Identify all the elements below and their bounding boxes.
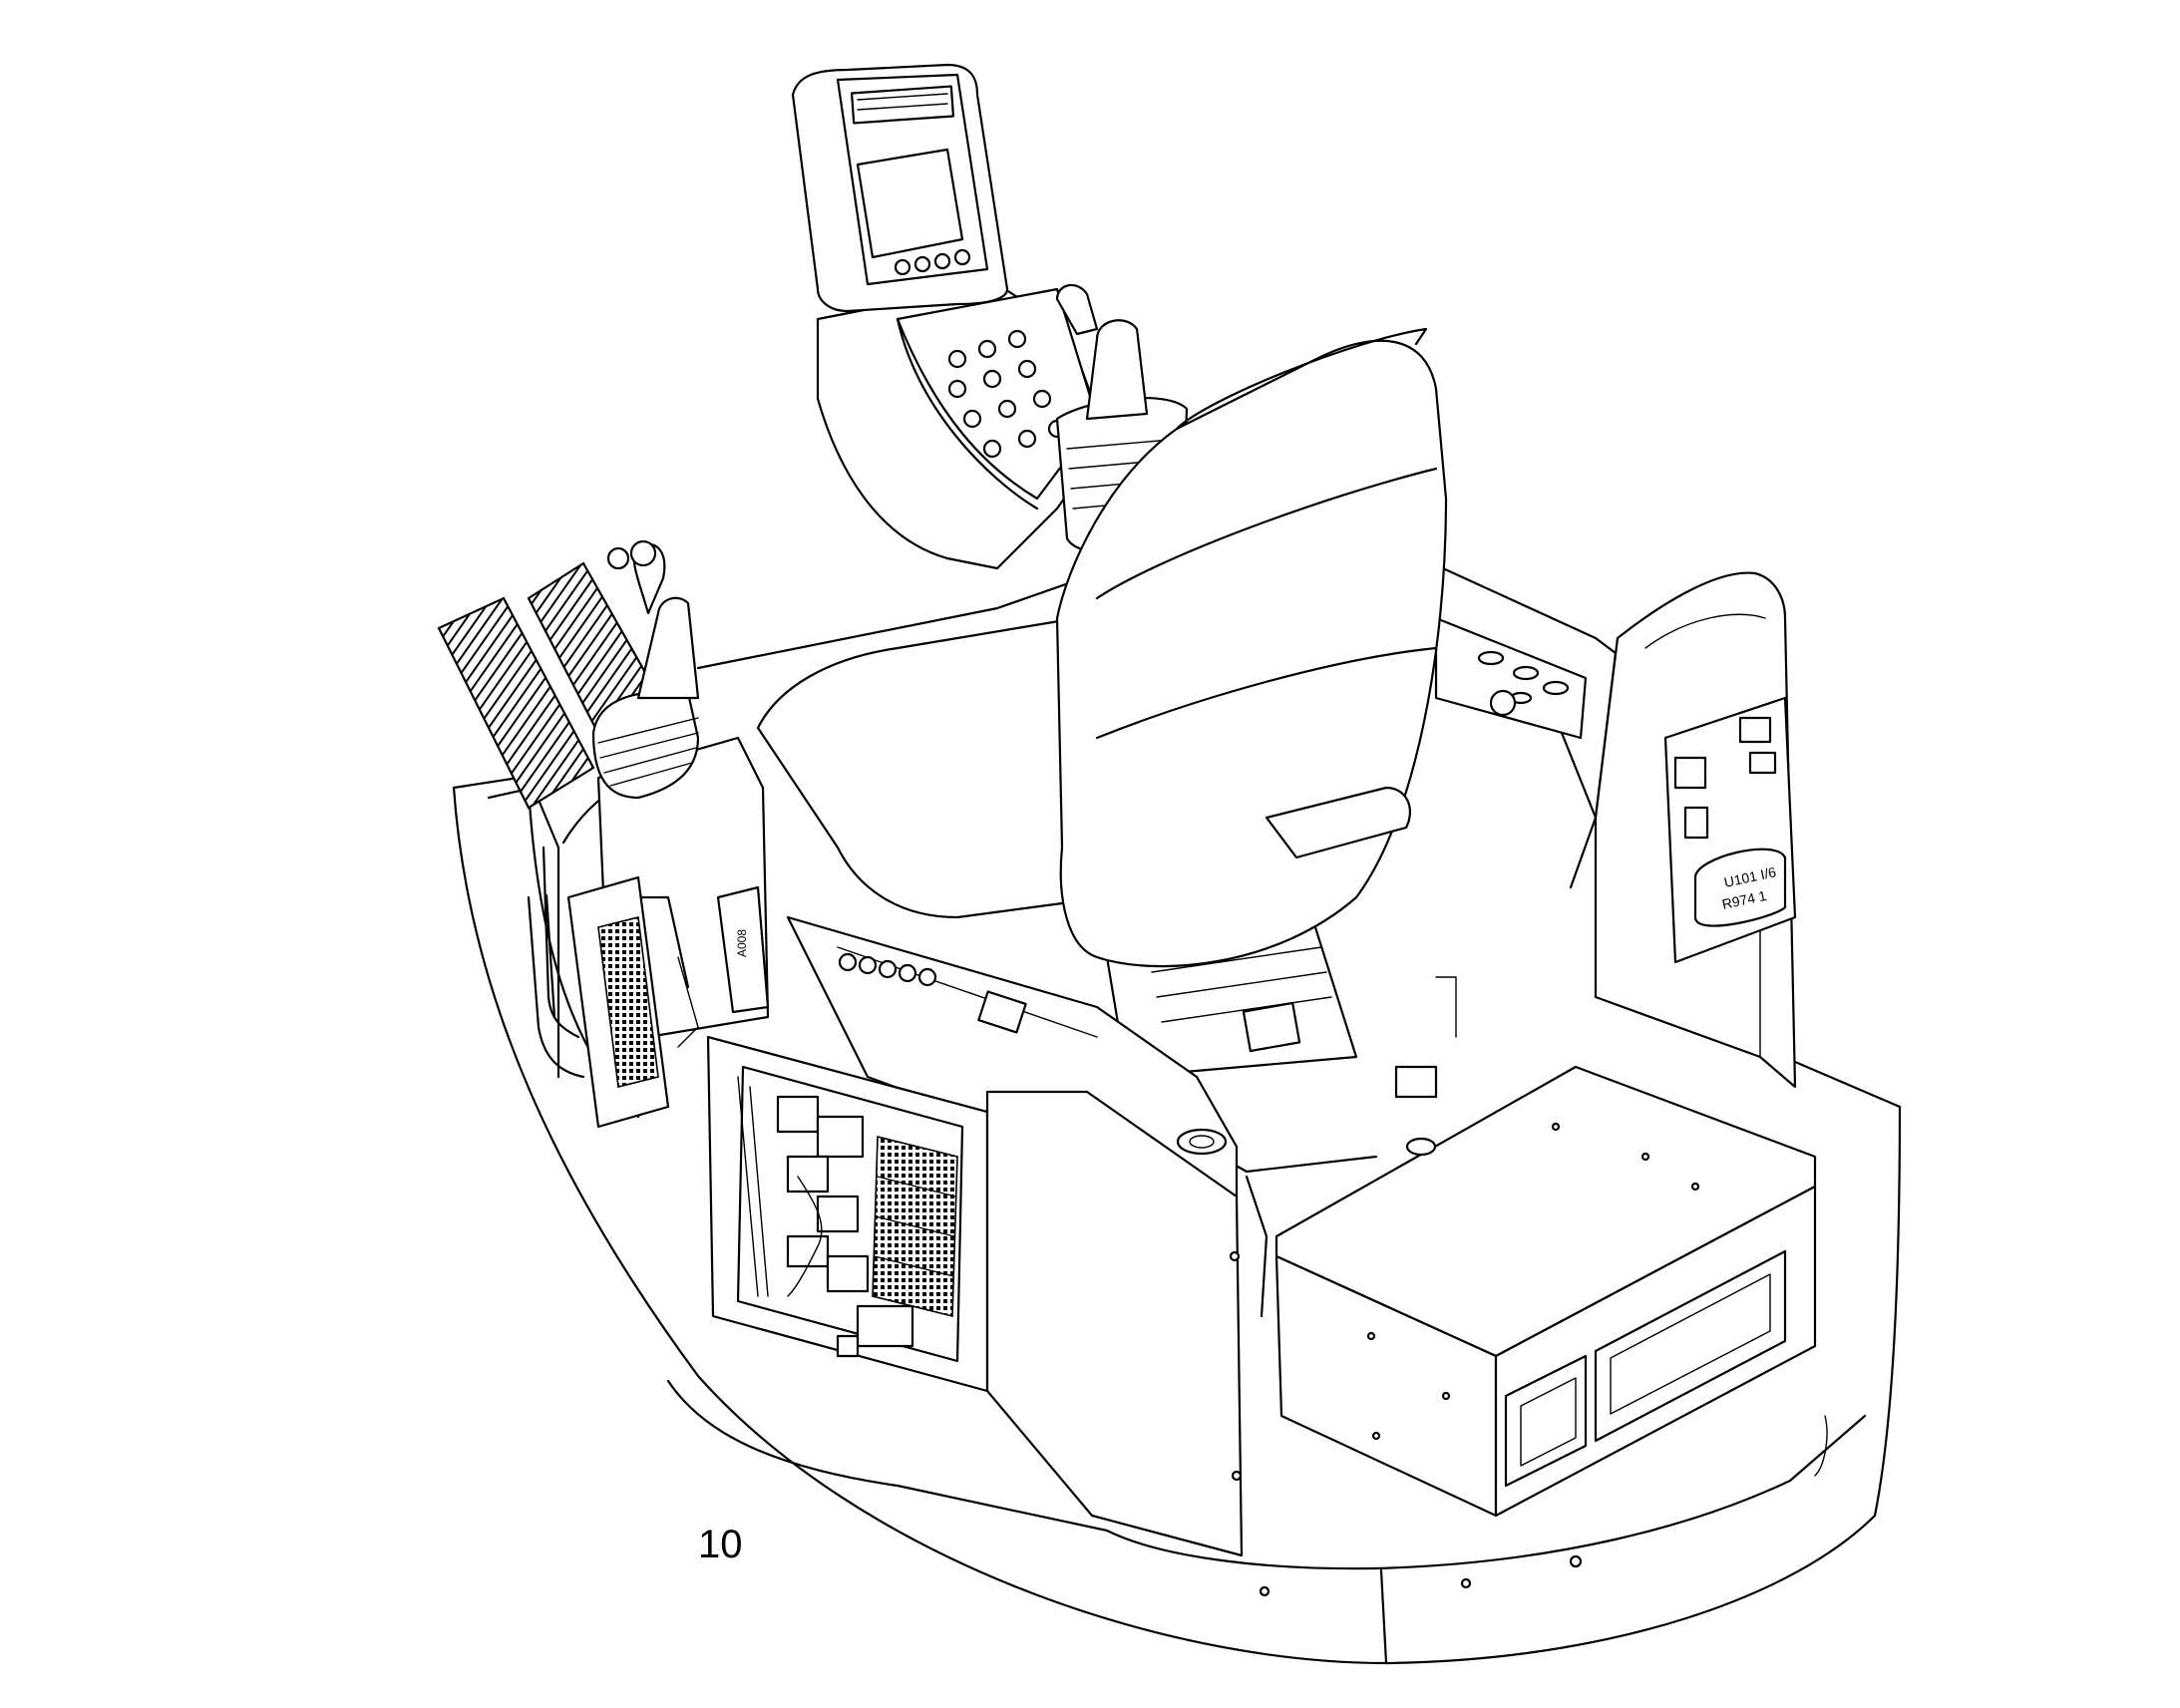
rear-cabin-wall: U101 I/6 R974 1 [698, 558, 1795, 1087]
callout-number: 10 [698, 1523, 743, 1566]
ignition-key [1178, 1130, 1226, 1154]
relay-tag-label: A008 [735, 929, 749, 957]
floor-details [1247, 977, 1456, 1316]
operator-seat [758, 329, 1446, 1172]
electronic-module: U101 I/6 R974 1 [1665, 698, 1795, 962]
fuse-relay-box [708, 1037, 1242, 1555]
left-joystick [593, 541, 698, 798]
left-control-console: A008 [439, 541, 768, 1127]
rear-hvac-unit [1276, 1067, 1815, 1516]
foot-pedal-left [439, 598, 593, 808]
keypad-buttons [949, 331, 1065, 457]
display-monitor [793, 65, 1007, 311]
cab-base-shell [454, 778, 1900, 1663]
